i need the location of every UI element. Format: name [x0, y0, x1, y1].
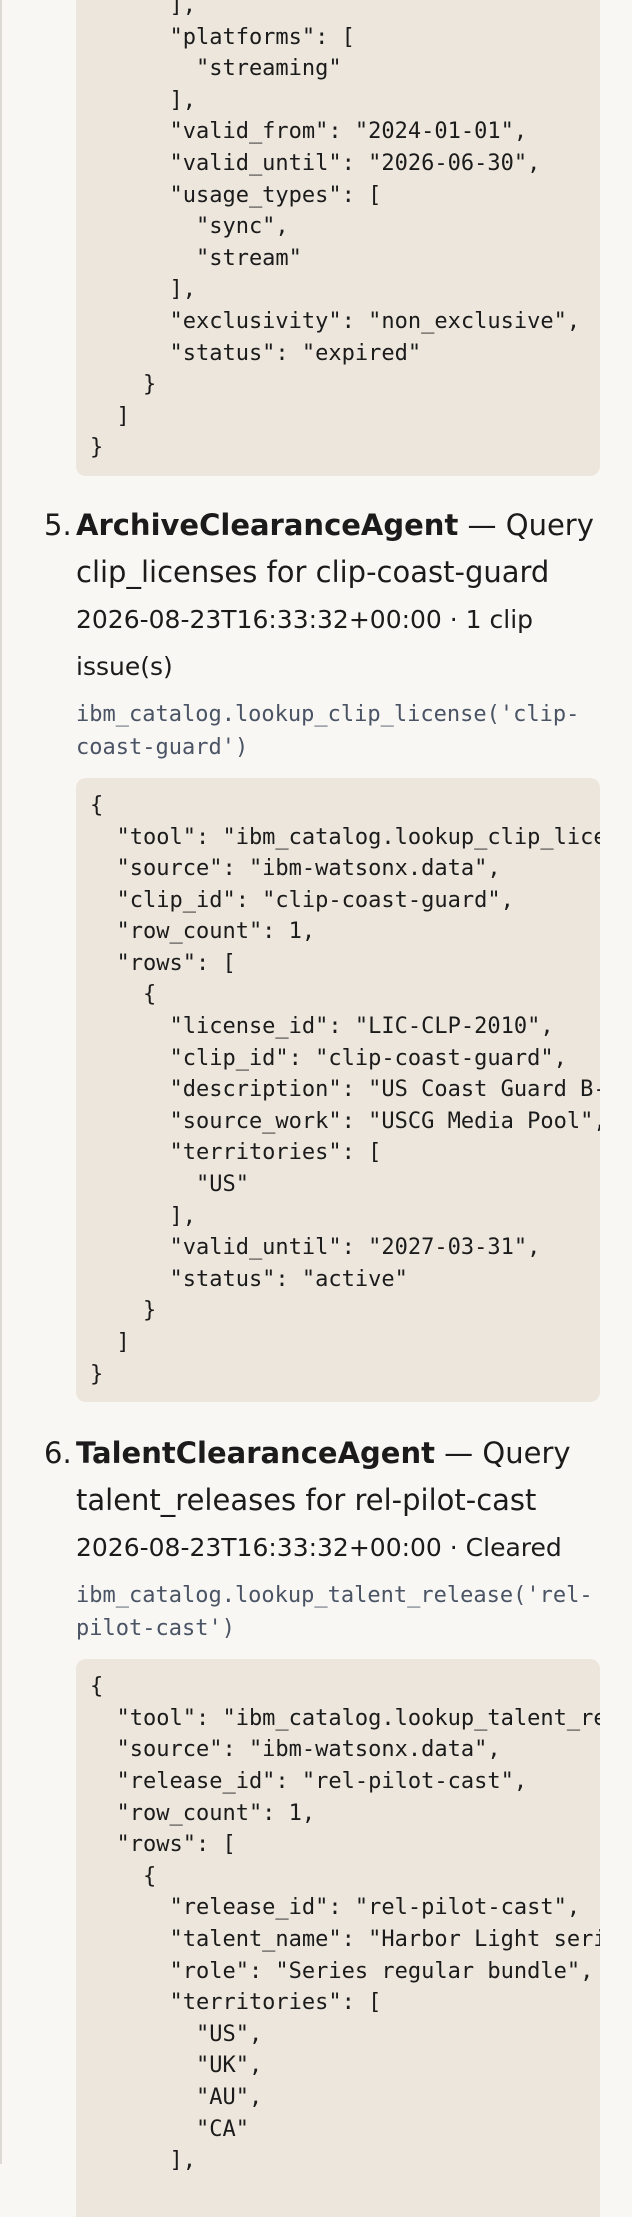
step-number: 5.: [44, 507, 72, 542]
step-title-text: — Query talent_releases for rel-pilot-ca…: [76, 1436, 571, 1518]
agent-name: TalentClearanceAgent: [76, 1436, 435, 1471]
step-item: 6. TalentClearanceAgent — Query talent_r…: [44, 1430, 632, 2217]
code-text: { "tool": "ibm_catalog.lookup_clip_licen…: [90, 792, 600, 1387]
code-text: ], "platforms": [ "streaming" ], "valid_…: [90, 0, 581, 461]
left-border: [0, 0, 2, 2164]
code-block-result: { "tool": "ibm_catalog.lookup_talent_rel…: [76, 1659, 600, 2217]
code-block-previous-result: ], "platforms": [ "streaming" ], "valid_…: [76, 0, 600, 476]
step-title-text: — Query clip_licenses for clip-coast-gua…: [76, 507, 594, 589]
trace-content: ], "platforms": [ "streaming" ], "valid_…: [44, 0, 632, 2217]
step-item: 5. ArchiveClearanceAgent — Query clip_li…: [44, 502, 632, 1403]
agent-name: ArchiveClearanceAgent: [76, 507, 459, 542]
step-meta: 2026-08-23T16:33:32+00:00 · 1 clip issue…: [76, 604, 534, 681]
step-body: TalentClearanceAgent — Query talent_rele…: [76, 1430, 632, 2217]
tool-call: ibm_catalog.lookup_clip_license('clip-co…: [76, 701, 580, 760]
code-text: { "tool": "ibm_catalog.lookup_talent_rel…: [90, 1674, 600, 2174]
tool-call: ibm_catalog.lookup_talent_release('rel-p…: [76, 1583, 593, 1642]
step-body: ArchiveClearanceAgent — Query clip_licen…: [76, 502, 632, 1403]
step-title: ArchiveClearanceAgent — Query clip_licen…: [76, 502, 632, 596]
step-meta: 2026-08-23T16:33:32+00:00 · Cleared: [76, 1533, 562, 1563]
step-title: TalentClearanceAgent — Query talent_rele…: [76, 1430, 632, 1524]
code-block-result: { "tool": "ibm_catalog.lookup_clip_licen…: [76, 777, 600, 1403]
step-number: 6.: [44, 1436, 72, 1471]
